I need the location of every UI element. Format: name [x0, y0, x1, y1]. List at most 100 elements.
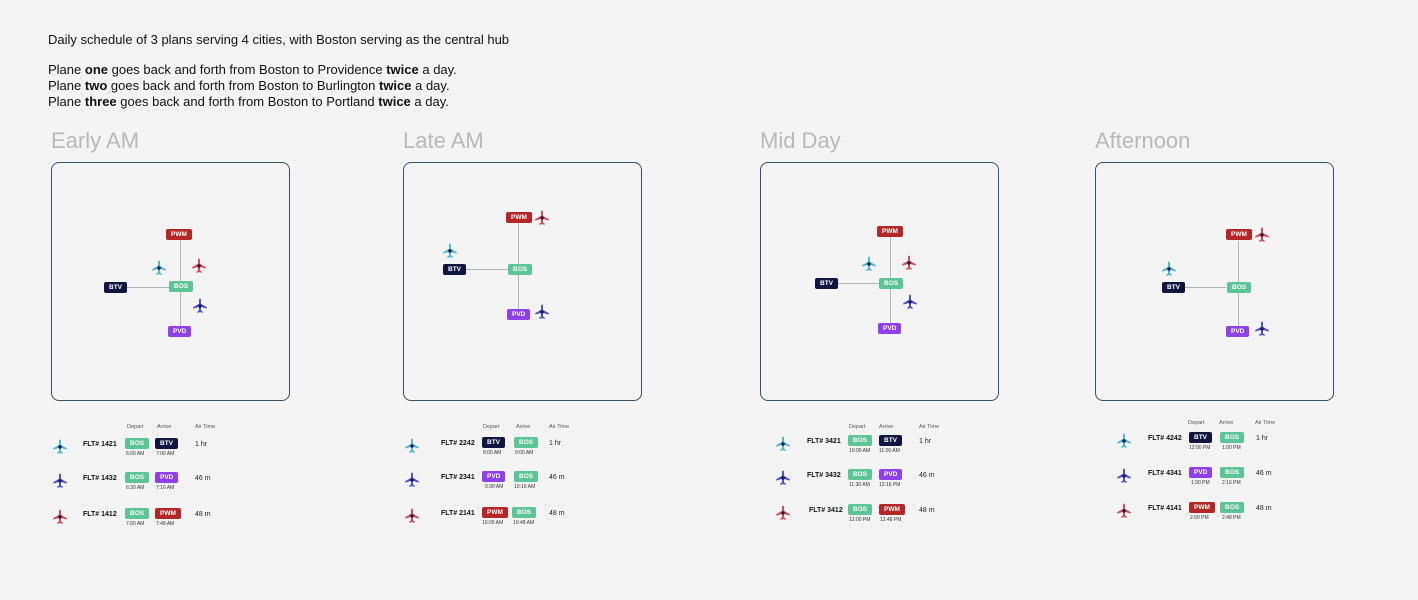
- air-time: 46 m: [919, 472, 935, 479]
- arrive-time: 7:00 AM: [156, 451, 175, 457]
- arrive-time: 12:48 PM: [880, 517, 902, 523]
- plane-one-icon: [1115, 467, 1133, 485]
- plane-two-icon: [403, 437, 421, 455]
- depart-time: 10:00 AM: [849, 448, 871, 454]
- air-time: 46 m: [1256, 470, 1272, 477]
- depart-code: PWM: [482, 507, 508, 518]
- edge-bos-pvd: [890, 289, 891, 325]
- plane-two-icon: [150, 259, 168, 277]
- flight-row[interactable]: FLT# 3421 BOS BTV 10:00 AM 11:00 AM 1 hr: [760, 435, 1030, 467]
- flight-row[interactable]: FLT# 4242 BTV BOS 12:00 PM 1:00 PM 1 hr: [1095, 432, 1365, 464]
- edge-bos-pwm: [1238, 241, 1239, 286]
- arrive-code: BOS: [514, 471, 539, 482]
- panel-title: Late AM: [403, 128, 484, 153]
- depart-time: 9:30 AM: [485, 484, 504, 490]
- plane-two-icon: [51, 438, 69, 456]
- flight-number: FLT# 2341: [441, 474, 475, 481]
- arrive-code: BOS: [1220, 432, 1245, 443]
- airport-pvd[interactable]: PVD: [507, 309, 531, 320]
- flight-row[interactable]: FLT# 1421 BOS BTV 6:00 AM 7:00 AM 1 hr: [51, 438, 321, 470]
- airport-bos[interactable]: BOS: [508, 264, 533, 275]
- depart-code: BTV: [482, 437, 505, 448]
- panel-afternoon: Afternoon PWM BTV BOS PVD Depart Arrive …: [1095, 128, 1385, 548]
- airport-btv[interactable]: BTV: [1162, 282, 1185, 293]
- depart-code: PWM: [1189, 502, 1215, 513]
- flight-row[interactable]: FLT# 4141 PWM BOS 2:00 PM 2:48 PM 48 m: [1095, 502, 1365, 534]
- intro-text: Daily schedule of 3 plans serving 4 citi…: [48, 32, 509, 110]
- header-air-time: Air Time: [549, 424, 570, 430]
- depart-code: BOS: [848, 435, 873, 446]
- arrive-time: 9:00 AM: [515, 450, 534, 456]
- arrive-time: 11:00 AM: [879, 448, 900, 454]
- route-map: PWM BTV BOS PVD: [760, 162, 999, 401]
- plane-two-icon: [1115, 432, 1133, 450]
- edge-bos-btv: [1185, 287, 1226, 288]
- panel-late-am: Late AM PWM BTV BOS PVD Depart Arrive Ai…: [403, 128, 693, 548]
- plane-three-icon: [190, 257, 208, 275]
- arrive-code: PWM: [155, 508, 181, 519]
- flight-row[interactable]: FLT# 4341 PVD BOS 1:30 PM 2:16 PM 46 m: [1095, 467, 1365, 499]
- arrive-code: BOS: [514, 437, 539, 448]
- airport-bos[interactable]: BOS: [1227, 282, 1252, 293]
- plane-three-icon: [774, 504, 792, 522]
- airport-btv[interactable]: BTV: [815, 278, 838, 289]
- plane-two-icon: [774, 435, 792, 453]
- air-time: 46 m: [549, 474, 565, 481]
- arrive-time: 2:48 PM: [1222, 515, 1241, 521]
- air-time: 1 hr: [919, 438, 932, 445]
- depart-code: BTV: [1189, 432, 1212, 443]
- air-time: 1 hr: [549, 440, 562, 447]
- flight-row[interactable]: FLT# 3432 BOS PVD 11:30 AM 12:16 PM 46 m: [760, 469, 1030, 501]
- airport-bos[interactable]: BOS: [879, 278, 904, 289]
- flight-row[interactable]: FLT# 1412 BOS PWM 7:00 AM 7:48 AM 48 m: [51, 508, 321, 540]
- panel-mid-day: Mid Day PWM BTV BOS PVD Depart Arrive Ai…: [760, 128, 1050, 548]
- air-time: 48 m: [919, 507, 935, 514]
- depart-time: 8:00 AM: [483, 450, 502, 456]
- airport-btv[interactable]: BTV: [443, 264, 466, 275]
- arrive-code: BTV: [155, 438, 178, 449]
- plane-one-icon: [191, 297, 209, 315]
- depart-time: 6:30 AM: [126, 485, 145, 491]
- header-air-time: Air Time: [919, 424, 940, 430]
- flight-row[interactable]: FLT# 2141 PWM BOS 10:00 AM 10:48 AM 48 m: [403, 507, 673, 539]
- flight-number: FLT# 4141: [1148, 505, 1182, 512]
- depart-code: BOS: [125, 472, 150, 483]
- arrive-time: 10:48 AM: [513, 520, 535, 526]
- panel-title: Afternoon: [1095, 128, 1191, 153]
- flight-row[interactable]: FLT# 1432 BOS PVD 6:30 AM 7:16 AM 46 m: [51, 472, 321, 504]
- plane-three-icon: [900, 254, 918, 272]
- flight-number: FLT# 3421: [807, 438, 841, 445]
- edge-bos-pvd: [518, 275, 519, 311]
- plane-three-icon: [1253, 226, 1271, 244]
- plane-one-icon: [403, 471, 421, 489]
- edge-bos-pwm: [518, 223, 519, 268]
- arrive-time: 1:00 PM: [1222, 445, 1241, 451]
- flight-number: FLT# 1432: [83, 475, 117, 482]
- intro-title: Daily schedule of 3 plans serving 4 citi…: [48, 32, 510, 47]
- plane-one-icon: [901, 293, 919, 311]
- edge-bos-btv: [466, 269, 508, 270]
- flight-row[interactable]: FLT# 2242 BTV BOS 8:00 AM 9:00 AM 1 hr: [403, 437, 673, 469]
- panel-title: Early AM: [51, 128, 140, 153]
- airport-bos[interactable]: BOS: [169, 281, 194, 292]
- plane-three-icon: [403, 507, 421, 525]
- flight-row[interactable]: FLT# 3412 BOS PWM 12:00 PM 12:48 PM 48 m: [760, 504, 1030, 536]
- arrive-time: 2:16 PM: [1222, 480, 1241, 486]
- flight-row[interactable]: FLT# 2341 PVD BOS 9:30 AM 10:16 AM 46 m: [403, 471, 673, 503]
- arrive-code: BOS: [1220, 467, 1245, 478]
- airport-btv[interactable]: BTV: [104, 282, 127, 293]
- route-map: PWM BTV BOS PVD: [51, 162, 290, 401]
- header-depart: Depart: [483, 424, 500, 430]
- airport-pvd[interactable]: PVD: [1226, 326, 1250, 337]
- airport-pvd[interactable]: PVD: [168, 326, 192, 337]
- airport-pvd[interactable]: PVD: [878, 323, 902, 334]
- arrive-code: BTV: [879, 435, 902, 446]
- header-air-time: Air Time: [1255, 420, 1276, 426]
- airport-pwm[interactable]: PWM: [877, 226, 903, 237]
- header-arrive: Arrive: [879, 424, 894, 430]
- airport-pwm[interactable]: PWM: [1226, 229, 1252, 240]
- airport-pwm[interactable]: PWM: [166, 229, 192, 240]
- arrive-time: 7:48 AM: [156, 521, 175, 527]
- airport-pwm[interactable]: PWM: [506, 212, 532, 223]
- depart-time: 6:00 AM: [126, 451, 145, 457]
